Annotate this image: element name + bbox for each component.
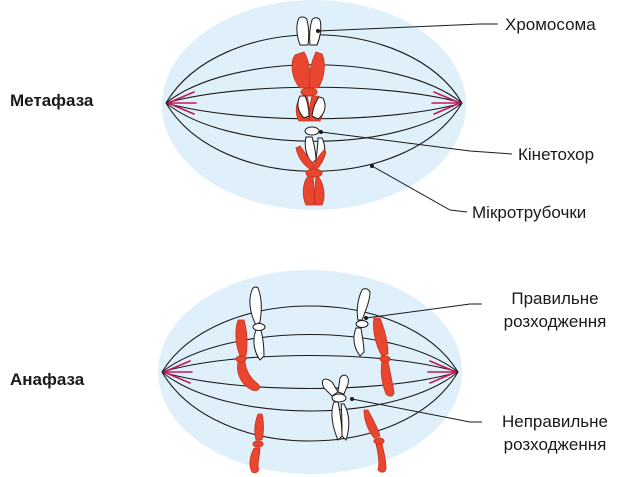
metaphase-group: Метафаза Хромосома Кінетохор Мікротрубоч… <box>10 0 596 222</box>
label-microtubules: Мікротрубочки <box>472 203 586 222</box>
metaphase-chromosome-upper <box>292 17 325 121</box>
stage-label-metaphase: Метафаза <box>10 91 94 110</box>
stage-label-anaphase: Анафаза <box>10 370 85 389</box>
label-correct-line2: розходження <box>504 312 607 331</box>
anaphase-cell <box>158 270 462 474</box>
kinetochore <box>305 127 319 135</box>
label-incorrect-line1: Неправильне <box>502 412 608 431</box>
label-chromosome: Хромосома <box>505 15 596 34</box>
label-correct-line1: Правильне <box>511 289 598 308</box>
label-incorrect-line2: розходження <box>504 435 607 454</box>
anaphase-group: Анафаза Правильне розходження Неправильн… <box>10 270 608 474</box>
label-kinetochore: Кінетохор <box>518 145 594 164</box>
